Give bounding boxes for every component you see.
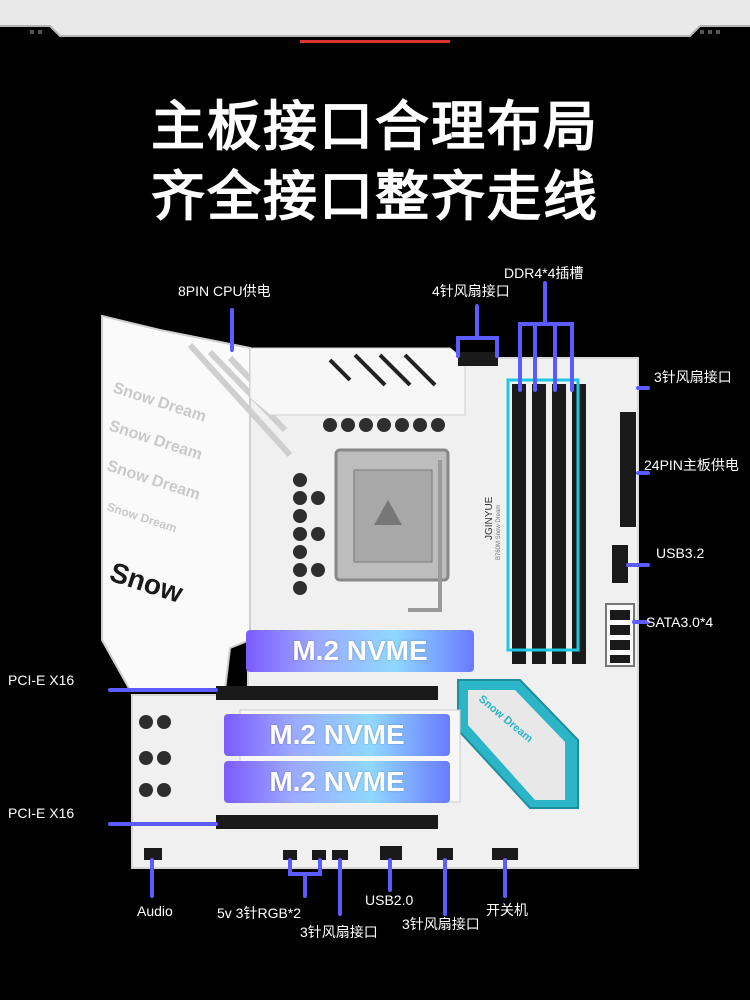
label-audio: Audio (137, 903, 173, 919)
board-model-text: B760M Snow Dream (496, 505, 502, 560)
chipset-heatsink-top (468, 690, 565, 800)
label-pcie-1: PCI-E X16 (8, 672, 75, 688)
headline-line-1: 主板接口合理布局 (151, 95, 599, 158)
label-fan-bottom-1: 3针风扇接口 (300, 924, 378, 940)
board-brand-text: JGINYUE (484, 496, 495, 540)
vrm-heatsink-top (249, 347, 466, 416)
m2-slot-1: M.2 NVME (246, 630, 474, 672)
label-pcie-2: PCI-E X16 (8, 805, 75, 821)
label-fan-bottom-2: 3针风扇接口 (402, 916, 480, 932)
ddr-highlight-box (506, 378, 580, 652)
ddr-slots (512, 384, 586, 664)
bottom-headers (144, 846, 518, 860)
usb32-header (612, 545, 628, 583)
label-fan-top: 4针风扇接口 (432, 283, 510, 299)
label-cpu-power: 8PIN CPU供电 (178, 283, 271, 299)
top-frame-decoration (0, 0, 750, 43)
label-atx-power: 24PIN主板供电 (644, 457, 739, 473)
pcie-slot-2 (216, 815, 438, 829)
vrm-heatsink-stripes (328, 353, 437, 387)
label-usb20: USB2.0 (365, 892, 414, 908)
label-usb32: USB3.2 (656, 545, 705, 561)
audio-capacitors (139, 715, 171, 797)
red-accent-bar (300, 40, 450, 43)
label-ddr: DDR4*4插槽 (504, 265, 584, 281)
label-fan-right: 3针风扇接口 (654, 369, 732, 385)
pcie-slot-1 (216, 686, 438, 700)
callout-lines (108, 281, 650, 916)
label-power-switch: 开关机 (486, 902, 528, 918)
capacitor-row (293, 418, 445, 595)
label-sata: SATA3.0*4 (646, 614, 714, 630)
io-shroud (101, 314, 251, 691)
atx-24pin-connector (620, 412, 636, 527)
m2-slot-3: M.2 NVME (224, 761, 450, 803)
headline-line-2: 齐全接口整齐走线 (151, 165, 599, 228)
cpu-warning-triangle (374, 500, 402, 525)
m2-slot-2: M.2 NVME (224, 714, 450, 756)
fan-header-top (458, 352, 498, 366)
sata-ports (605, 603, 635, 667)
label-rgb: 5v 3针RGB*2 (217, 905, 302, 921)
socket-lever (408, 460, 442, 612)
